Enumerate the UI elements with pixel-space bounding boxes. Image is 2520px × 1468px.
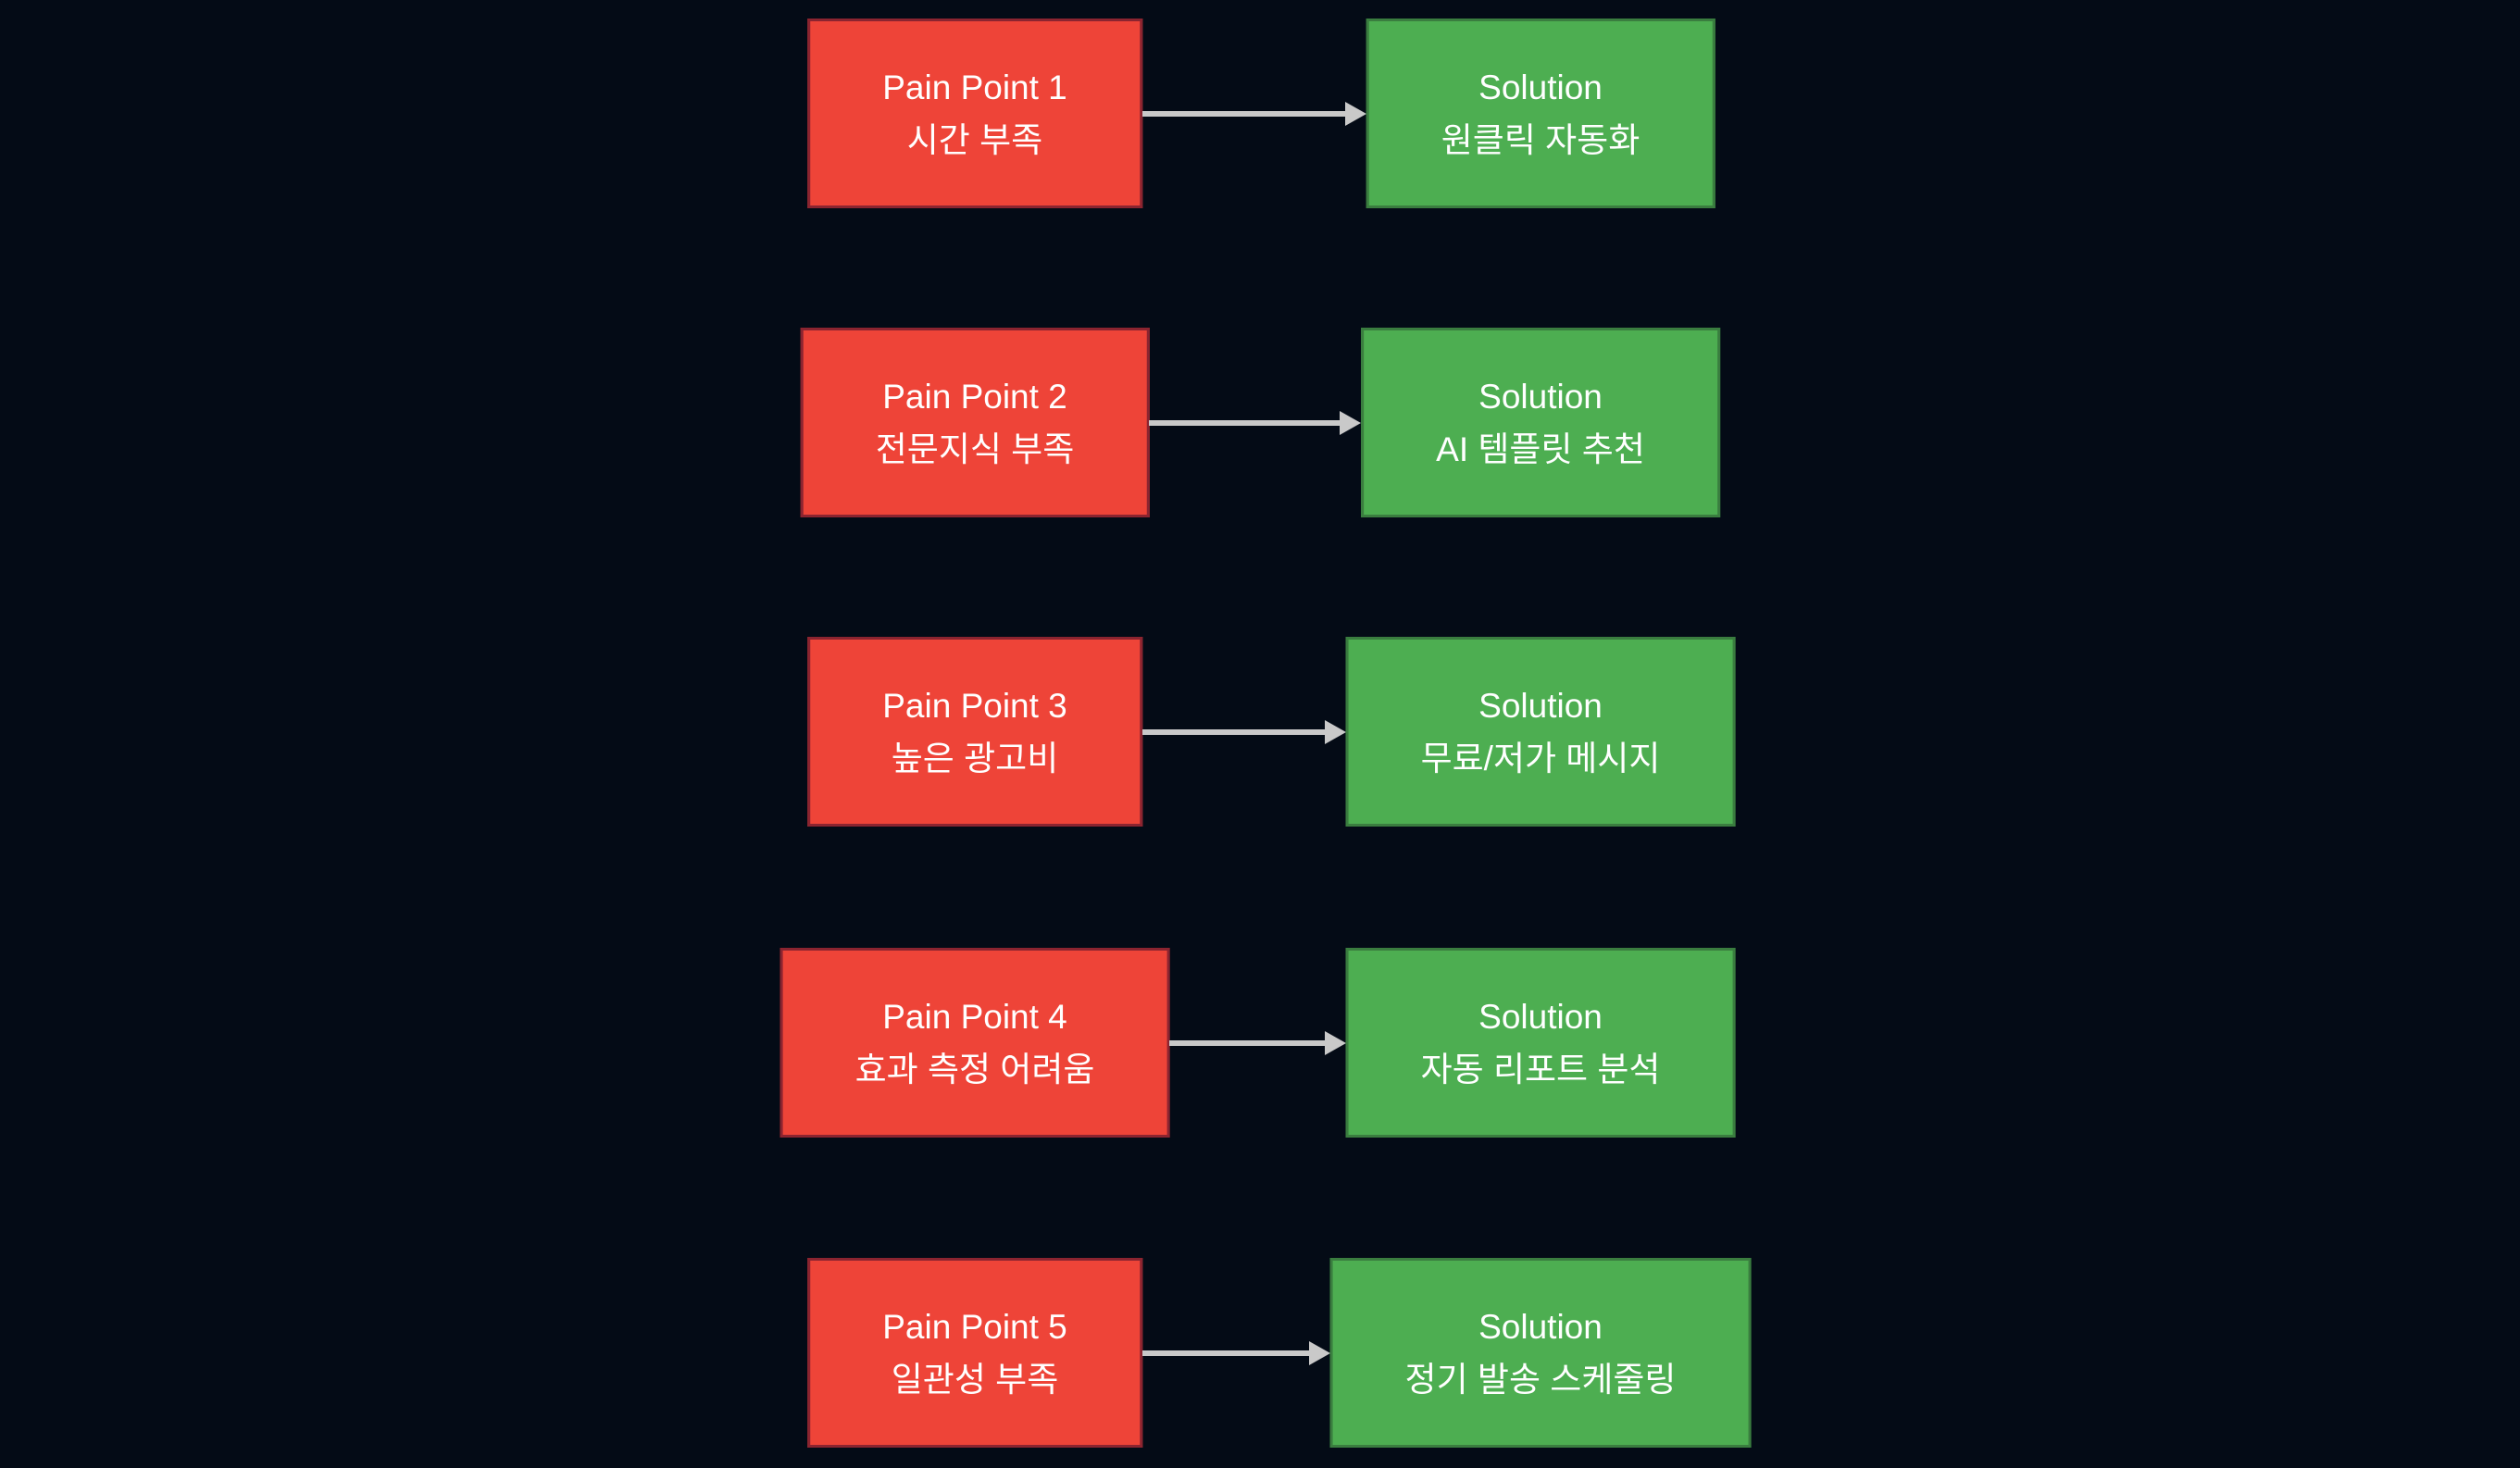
solution-subtitle: 자동 리포트 분석 xyxy=(1420,1050,1661,1089)
arrow-connector xyxy=(1149,410,1362,436)
solution-subtitle: 정기 발송 스케줄링 xyxy=(1404,1360,1677,1399)
pain-point-title: Pain Point 2 xyxy=(882,377,1067,416)
arrow-connector xyxy=(1141,1340,1330,1366)
pain-solution-row: Pain Point 1 시간 부족 Solution 원클릭 자동화 xyxy=(0,19,2520,208)
pain-point-title: Pain Point 4 xyxy=(882,997,1067,1036)
solution-box: Solution 무료/저가 메시지 xyxy=(1345,637,1736,827)
arrow-head-icon xyxy=(1340,410,1362,435)
pain-point-box: Pain Point 3 높은 광고비 xyxy=(807,637,1142,827)
arrow-connector xyxy=(1169,1030,1346,1056)
solution-subtitle: 무료/저가 메시지 xyxy=(1420,739,1661,778)
arrow-connector xyxy=(1141,101,1366,127)
pain-point-box: Pain Point 1 시간 부족 xyxy=(807,19,1142,208)
pain-point-box: Pain Point 5 일관성 부족 xyxy=(807,1258,1142,1448)
arrow-head-icon xyxy=(1344,101,1366,126)
pain-point-title: Pain Point 5 xyxy=(882,1307,1067,1346)
pain-point-title: Pain Point 3 xyxy=(882,686,1067,725)
pain-point-box: Pain Point 2 전문지식 부족 xyxy=(800,328,1150,517)
solution-title: Solution xyxy=(1478,686,1603,725)
arrow-line xyxy=(1141,1350,1314,1356)
solution-box: Solution 정기 발송 스케줄링 xyxy=(1329,1258,1752,1448)
arrow-line xyxy=(1169,1039,1329,1046)
pain-solution-row: Pain Point 3 높은 광고비 Solution 무료/저가 메시지 xyxy=(0,637,2520,827)
arrow-head-icon xyxy=(1324,1030,1346,1055)
pain-solution-row: Pain Point 2 전문지식 부족 Solution AI 템플릿 추천 xyxy=(0,328,2520,517)
arrow-head-icon xyxy=(1308,1340,1330,1365)
arrow-line xyxy=(1141,728,1329,735)
arrow-connector xyxy=(1141,719,1346,745)
solution-box: Solution 원클릭 자동화 xyxy=(1366,19,1715,208)
arrow-line xyxy=(1149,419,1345,426)
pain-point-subtitle: 전문지식 부족 xyxy=(875,429,1075,468)
solution-title: Solution xyxy=(1478,377,1603,416)
solution-title: Solution xyxy=(1478,1307,1603,1346)
pain-point-subtitle: 시간 부족 xyxy=(906,120,1043,159)
pain-point-subtitle: 높은 광고비 xyxy=(891,739,1059,778)
solution-box: Solution 자동 리포트 분석 xyxy=(1345,948,1736,1138)
arrow-head-icon xyxy=(1324,719,1346,744)
solution-subtitle: 원클릭 자동화 xyxy=(1441,120,1640,159)
pain-point-subtitle: 일관성 부족 xyxy=(891,1360,1059,1399)
pain-solution-row: Pain Point 4 효과 측정 어려움 Solution 자동 리포트 분… xyxy=(0,948,2520,1138)
solution-box: Solution AI 템플릿 추천 xyxy=(1361,328,1720,517)
pain-solution-row: Pain Point 5 일관성 부족 Solution 정기 발송 스케줄링 xyxy=(0,1258,2520,1448)
solution-title: Solution xyxy=(1478,68,1603,106)
pain-point-title: Pain Point 1 xyxy=(882,68,1067,106)
solution-subtitle: AI 템플릿 추천 xyxy=(1436,429,1645,468)
pain-point-subtitle: 효과 측정 어려움 xyxy=(855,1050,1095,1089)
arrow-line xyxy=(1141,110,1350,117)
pain-point-box: Pain Point 4 효과 측정 어려움 xyxy=(780,948,1170,1138)
solution-title: Solution xyxy=(1478,997,1603,1036)
